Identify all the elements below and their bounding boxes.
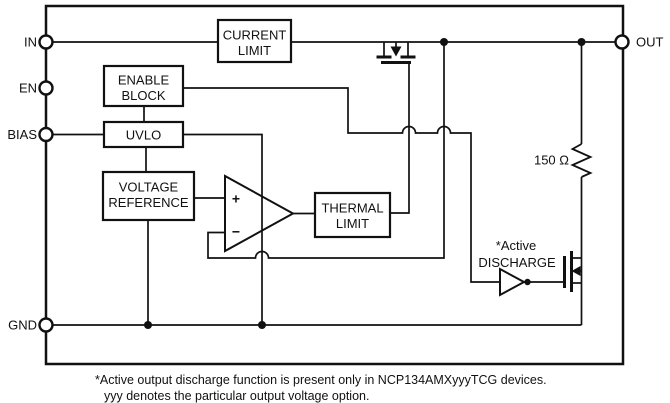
wire-uvlo-to-ground <box>183 133 263 325</box>
pin-en <box>38 80 54 96</box>
opamp-minus-label: − <box>232 224 240 240</box>
thermal-limit-label-2: LIMIT <box>336 216 369 231</box>
error-amplifier: + − <box>224 174 296 253</box>
resistor-value-label: 150 Ω <box>534 153 569 168</box>
wire-enable-to-discharge <box>183 87 500 283</box>
current-limit-label-1: CURRENT <box>223 28 287 43</box>
block-enable <box>102 64 185 108</box>
active-discharge: *Active DISCHARGE <box>478 238 582 297</box>
function-blocks: CURRENT LIMIT ENABLE BLOCK UVLO VOLTAGE … <box>101 18 392 239</box>
enable-label-2: BLOCK <box>121 88 165 103</box>
discharge-buffer <box>499 267 527 297</box>
pin-bias-label: BIAS <box>7 127 37 142</box>
wire-thermal-to-gate <box>390 64 410 214</box>
block-uvlo <box>102 120 185 149</box>
wire-feedback-out-to-inverting <box>207 42 445 259</box>
junction-dot-resistor-tap <box>577 38 586 46</box>
opamp-triangle <box>224 174 296 253</box>
pin-en-label: EN <box>19 81 37 96</box>
thermal-limit-label-1: THERMAL <box>321 201 383 216</box>
junction-dot-uvlo-gnd <box>258 321 266 329</box>
uvlo-label: UVLO <box>126 128 161 143</box>
vref-label-1: VOLTAGE <box>119 180 179 195</box>
pin-gnd-label: GND <box>8 318 37 333</box>
discharge-transistor-nmos <box>563 251 582 292</box>
block-thermal-limit <box>313 191 392 239</box>
pass-transistor-pmos <box>376 42 416 64</box>
pin-in <box>38 34 54 50</box>
ic-boundary <box>44 4 625 366</box>
pin-gnd <box>38 317 54 333</box>
resistor-150ohm <box>570 143 593 178</box>
nmos-body-arrow-icon <box>571 266 581 276</box>
block-current-limit <box>216 18 293 64</box>
pmos-body-arrow-icon <box>390 46 402 57</box>
junction-dot-vref-gnd <box>144 321 152 329</box>
footnote-line-1: *Active output discharge function is pre… <box>95 373 547 387</box>
opamp-plus-label: + <box>232 191 240 207</box>
buffer-output-dot <box>524 278 531 286</box>
pin-out-label: OUT <box>636 35 664 50</box>
footnote-line-2: yyy denotes the particular output voltag… <box>104 389 369 403</box>
discharge-label: DISCHARGE <box>478 255 556 270</box>
enable-label-1: ENABLE <box>118 73 170 88</box>
junction-dots <box>144 38 586 329</box>
pin-bias <box>38 126 54 143</box>
wires <box>53 41 616 326</box>
pin-out <box>614 34 630 50</box>
pins: IN EN BIAS GND OUT <box>7 34 664 333</box>
current-limit-label-2: LIMIT <box>238 43 271 58</box>
vref-label-2: REFERENCE <box>108 195 189 210</box>
discharge-note-label: *Active <box>496 238 536 253</box>
junction-dot-feedback-tap <box>440 38 448 46</box>
pin-in-label: IN <box>24 35 37 50</box>
block-voltage-reference <box>101 170 196 222</box>
